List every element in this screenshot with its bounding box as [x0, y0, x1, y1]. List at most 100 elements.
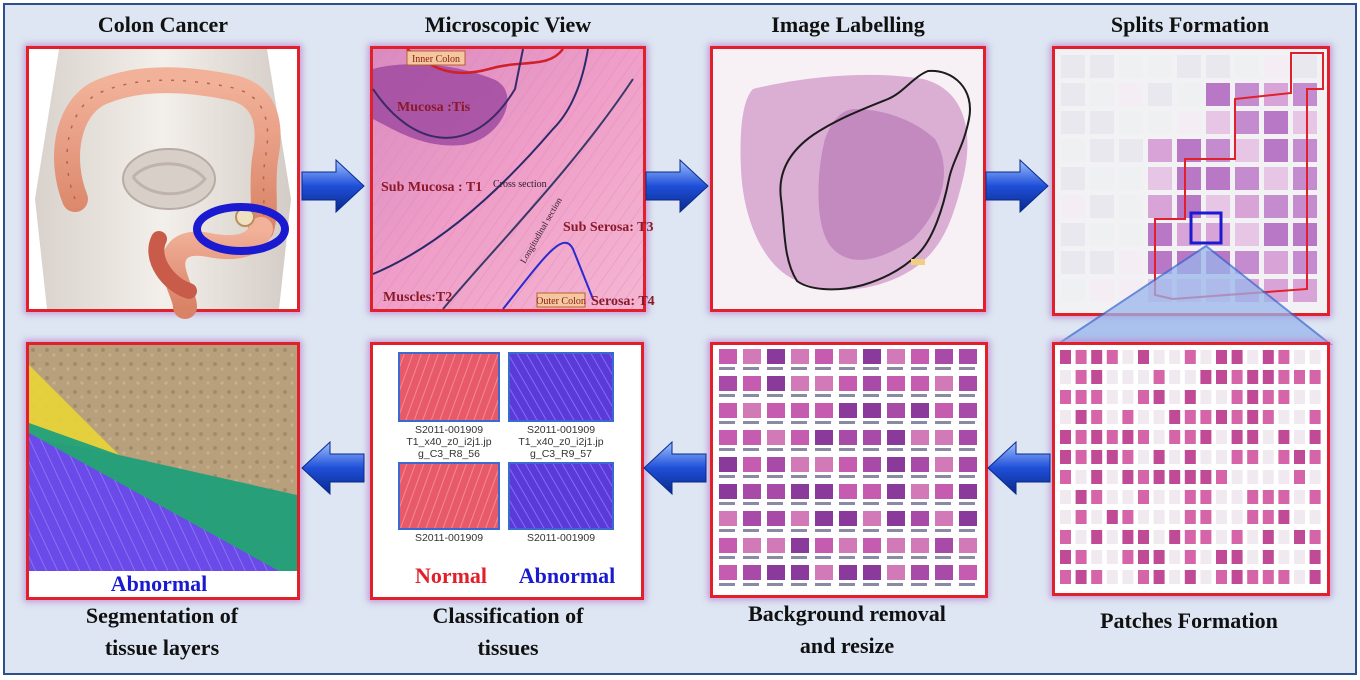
patch-tile	[1060, 450, 1071, 464]
patch-tile	[1309, 510, 1321, 524]
patch-tile	[1294, 370, 1305, 384]
patch-tile	[1200, 390, 1212, 404]
resized-patch-caption-mark	[743, 394, 759, 397]
patch-tile	[1200, 510, 1212, 524]
normal-tile-1	[398, 352, 500, 422]
resized-patch-tile	[767, 376, 785, 391]
title-classification: Classification of tissues	[372, 600, 644, 664]
classification-tiles: S2011-001909 T1_x40_z0_i2j1.jp g_C3_R8_5…	[373, 345, 641, 597]
resized-patch-caption-mark	[959, 394, 975, 397]
resized-patch-caption-mark	[719, 475, 735, 478]
resized-patch-tile	[911, 457, 929, 472]
title-image-labelling: Image Labelling	[771, 12, 925, 37]
resized-patch-tile	[743, 457, 761, 472]
segmentation-abnormal-label: Abnormal	[111, 571, 208, 596]
panel-background-removal	[710, 342, 988, 598]
split-tile	[1206, 111, 1230, 134]
patch-tile	[1309, 550, 1321, 564]
resized-patch-caption-mark	[719, 421, 735, 424]
abnormal-label: Abnormal	[519, 563, 616, 588]
patch-tile	[1091, 490, 1103, 504]
patch-tile	[1153, 530, 1165, 544]
mucosa-boundary	[372, 48, 524, 139]
resized-patch-tile	[887, 403, 905, 418]
split-tile	[1061, 139, 1085, 162]
resized-patch-tile	[815, 349, 833, 364]
patch-tile	[1153, 370, 1165, 384]
patch-tile	[1106, 410, 1118, 424]
resized-patch-caption-mark	[911, 475, 927, 478]
split-tile	[1235, 139, 1259, 162]
patch-tile	[1122, 510, 1134, 524]
patch-tile	[1216, 570, 1227, 584]
resized-patch-caption-mark	[935, 475, 951, 478]
resized-patch-caption-mark	[887, 502, 903, 505]
split-tile	[1061, 195, 1085, 218]
split-tile	[1235, 111, 1259, 134]
resized-patch-tile	[839, 457, 857, 472]
patch-tile	[1122, 450, 1134, 464]
resized-patch-tile	[767, 403, 785, 418]
resized-patch-caption-mark	[815, 475, 831, 478]
tile1-caption-line1: S2011-001909	[415, 424, 483, 436]
patch-tile	[1294, 570, 1305, 584]
resized-patch-caption-mark	[743, 448, 759, 451]
resized-patch-tile	[839, 376, 857, 391]
resized-patch-caption-mark	[887, 367, 903, 370]
label-mucosa: Mucosa :Tis	[397, 100, 471, 115]
patch-tile	[1075, 410, 1087, 424]
resized-patch-tile	[791, 403, 809, 418]
patch-tile	[1106, 570, 1118, 584]
resized-patch-tile	[719, 403, 737, 418]
patch-tile	[1122, 530, 1134, 544]
resized-patch-caption-mark	[815, 421, 831, 424]
split-tile	[1090, 279, 1114, 302]
zoom-projection	[1054, 244, 1333, 345]
patch-tile	[1153, 450, 1165, 464]
split-tile	[1177, 83, 1201, 106]
resized-patch-caption-mark	[863, 529, 879, 532]
resized-patch-caption-mark	[863, 448, 879, 451]
resized-patch-caption-mark	[959, 367, 975, 370]
split-tile	[1061, 251, 1085, 274]
patch-tile	[1169, 470, 1181, 484]
patch-tile	[1169, 570, 1181, 584]
resized-patch-tile	[719, 538, 737, 553]
resized-patch-tile	[791, 376, 809, 391]
resized-patch-caption-mark	[815, 394, 831, 397]
patch-tile	[1200, 410, 1212, 424]
colon-illustration	[29, 49, 297, 319]
resized-patch-caption-mark	[863, 421, 879, 424]
resized-patch-caption-mark	[959, 529, 975, 532]
label-muscles: Muscles:T2	[383, 290, 452, 305]
patch-tile	[1169, 510, 1181, 524]
resized-patch-caption-mark	[719, 556, 735, 559]
patch-tile	[1075, 370, 1087, 384]
resized-patch-caption-mark	[815, 448, 831, 451]
resized-patch-tile	[935, 403, 953, 418]
patch-tile	[1153, 350, 1165, 364]
split-tile	[1177, 139, 1201, 162]
patch-tile	[1106, 370, 1118, 384]
abnormal-tile-1	[508, 352, 614, 422]
title-segmentation-line2: tissue layers	[104, 635, 220, 660]
patch-tile	[1122, 490, 1134, 504]
resized-patch-caption-mark	[767, 448, 783, 451]
split-tile	[1090, 55, 1114, 78]
split-tile	[1090, 167, 1114, 190]
resized-patch-caption-mark	[815, 502, 831, 505]
arrow-background-to-classification	[643, 440, 707, 496]
split-tile	[1119, 83, 1143, 106]
resized-patch-caption-mark	[719, 529, 735, 532]
resized-patch-caption-mark	[839, 529, 855, 532]
resized-patch-caption-mark	[791, 367, 807, 370]
resized-patch-tile	[935, 484, 953, 499]
patch-tile	[1122, 570, 1134, 584]
patch-tile	[1294, 550, 1305, 564]
patch-tile	[1278, 390, 1290, 404]
patch-tile	[1262, 550, 1274, 564]
resized-patch-caption-mark	[863, 394, 879, 397]
patch-tile	[1200, 490, 1212, 504]
tile2-caption-line1: S2011-001909	[527, 424, 595, 436]
resized-patch-tile	[815, 565, 833, 580]
